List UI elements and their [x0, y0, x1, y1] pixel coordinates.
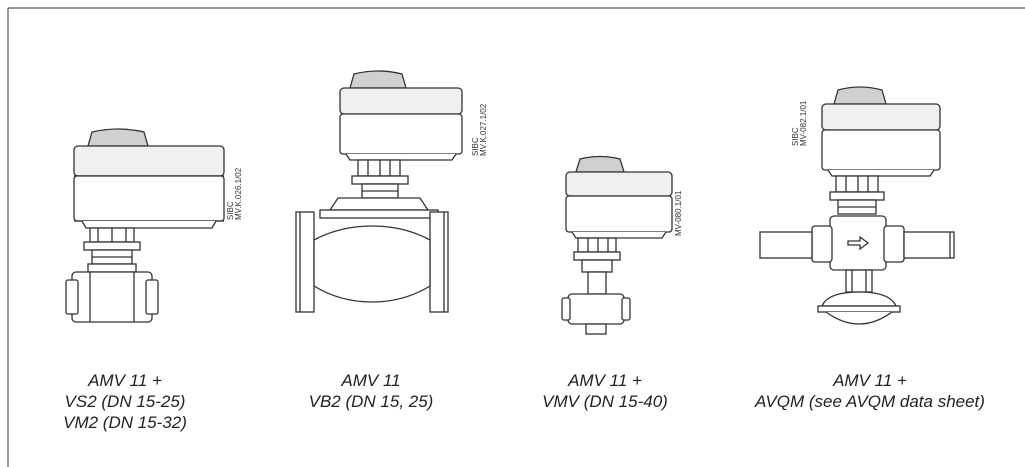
figure-2-code: SIBC MV.K.027.1/02 [471, 103, 488, 156]
figure-3-actuator-vmv [561, 155, 673, 335]
figure-3-code: MV-080.1/01 [674, 190, 683, 236]
caption-line: AMV 11 + [568, 371, 642, 390]
caption-line: VM2 (DN 15-32) [63, 413, 187, 432]
caption-line: AVQM (see AVQM data sheet) [755, 392, 985, 411]
figure-4-code: SIBC MV-082.1/01 [791, 100, 808, 146]
caption-line: AMV 11 + [833, 371, 907, 390]
figure-4-actuator-avqm [759, 86, 955, 325]
figure-4-caption: AMV 11 + AVQM (see AVQM data sheet) [720, 370, 1020, 412]
caption-line: VS2 (DN 15-25) [64, 392, 186, 411]
figure-2-caption: AMV 11 VB2 (DN 15, 25) [286, 370, 456, 412]
caption-line: AMV 11 [341, 371, 401, 390]
figure-1-actuator-vs2 [65, 128, 225, 323]
caption-line: VMV (DN 15-40) [542, 392, 668, 411]
figure-3-caption: AMV 11 + VMV (DN 15-40) [520, 370, 690, 412]
figure-1-code: SIBC MV.K.026.1/02 [226, 167, 243, 220]
caption-line: VB2 (DN 15, 25) [308, 392, 434, 411]
figure-2-actuator-vb2 [295, 70, 463, 313]
caption-line: AMV 11 + [88, 371, 162, 390]
figure-1-caption: AMV 11 + VS2 (DN 15-25) VM2 (DN 15-32) [40, 370, 210, 433]
